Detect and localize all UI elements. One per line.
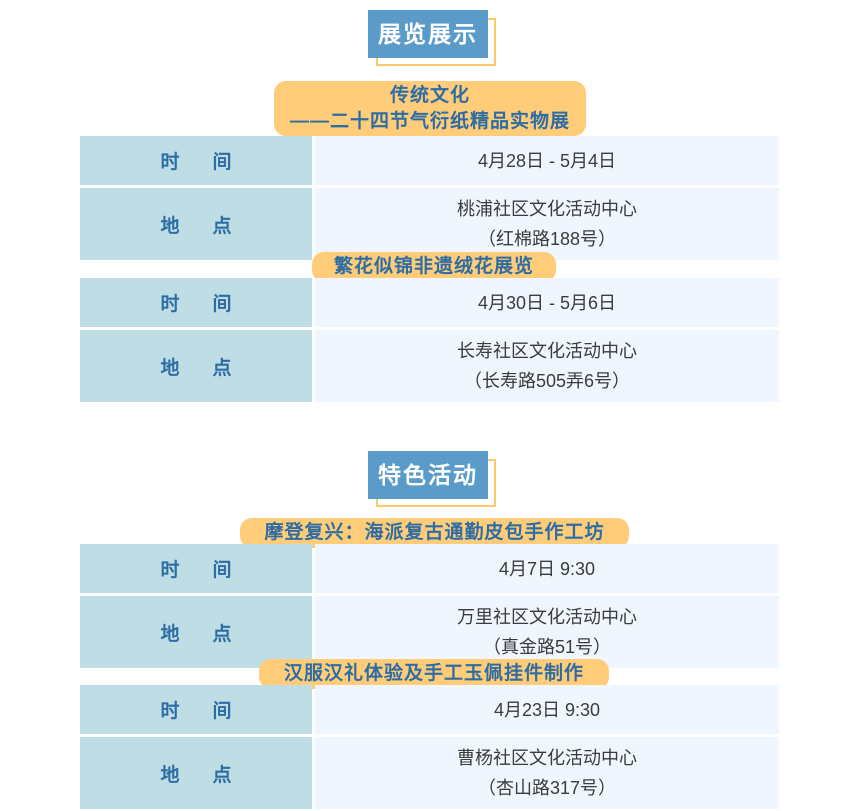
value-line: （杏山路317号）: [477, 778, 617, 798]
section-banner-label: 特色活动: [378, 461, 478, 488]
entry-title-banner: 繁花似锦非遗绒花展览: [312, 252, 556, 282]
row-label-time: 时 间: [80, 685, 312, 734]
table-row: 时 间 4月7日 9:30: [80, 544, 779, 593]
row-value-time: 4月28日 - 5月4日: [315, 136, 779, 185]
entry-info-table: 时 间 4月28日 - 5月4日 地 点 桃浦社区文化活动中心 （红棉路188号…: [80, 136, 779, 260]
row-value-place: 桃浦社区文化活动中心 （红棉路188号）: [315, 188, 779, 260]
value-line: 4月30日 - 5月6日: [477, 292, 617, 313]
entry-title-banner: 汉服汉礼体验及手工玉佩挂件制作: [259, 659, 609, 689]
row-label-place: 地 点: [80, 737, 312, 809]
section-banner-plate: 特色活动: [368, 451, 488, 499]
value-line: （真金路51号）: [482, 637, 612, 657]
entry-title-banner: 传统文化 ——二十四节气衍纸精品实物展: [274, 81, 586, 136]
value-line: 4月23日 9:30: [493, 699, 601, 720]
entry-title-line: 摩登复兴：海派复古通勤皮包手作工坊: [264, 522, 605, 543]
entry-info-table: 时 间 4月7日 9:30 地 点 万里社区文化活动中心 （真金路51号）: [80, 544, 779, 668]
section-banner-featured-activities: 特色活动: [368, 451, 496, 507]
entry-info-table: 时 间 4月23日 9:30 地 点 曹杨社区文化活动中心 （杏山路317号）: [80, 685, 779, 809]
row-value-place: 万里社区文化活动中心 （真金路51号）: [315, 596, 779, 668]
value-line: 4月28日 - 5月4日: [477, 150, 617, 171]
row-label-place: 地 点: [80, 330, 312, 402]
row-label-time: 时 间: [80, 136, 312, 185]
value-line: 长寿社区文化活动中心: [457, 341, 637, 361]
section-banner-label: 展览展示: [378, 20, 478, 47]
value-line: 曹杨社区文化活动中心: [457, 748, 637, 768]
table-row: 地 点 桃浦社区文化活动中心 （红棉路188号）: [80, 188, 779, 260]
entry-title-line: 繁花似锦非遗绒花展览: [333, 256, 534, 277]
value-line: 桃浦社区文化活动中心: [457, 199, 637, 219]
entry-title-line: 传统文化: [389, 84, 470, 106]
value-line: 万里社区文化活动中心: [457, 607, 637, 627]
section-banner-plate: 展览展示: [368, 10, 488, 58]
entry-title-line: ——二十四节气衍纸精品实物展: [289, 110, 570, 132]
row-label-time: 时 间: [80, 278, 312, 327]
table-row: 地 点 曹杨社区文化活动中心 （杏山路317号）: [80, 737, 779, 809]
table-row: 地 点 长寿社区文化活动中心 （长寿路505弄6号）: [80, 330, 779, 402]
row-value-time: 4月7日 9:30: [315, 544, 779, 593]
row-value-place: 长寿社区文化活动中心 （长寿路505弄6号）: [315, 330, 779, 402]
value-line: 4月7日 9:30: [498, 558, 596, 579]
table-row: 时 间 4月23日 9:30: [80, 685, 779, 734]
row-value-time: 4月23日 9:30: [315, 685, 779, 734]
row-value-place: 曹杨社区文化活动中心 （杏山路317号）: [315, 737, 779, 809]
table-row: 时 间 4月28日 - 5月4日: [80, 136, 779, 185]
row-label-time: 时 间: [80, 544, 312, 593]
entry-info-table: 时 间 4月30日 - 5月6日 地 点 长寿社区文化活动中心 （长寿路505弄…: [80, 278, 779, 402]
entry-title-banner: 摩登复兴：海派复古通勤皮包手作工坊: [240, 518, 629, 548]
table-row: 地 点 万里社区文化活动中心 （真金路51号）: [80, 596, 779, 668]
row-label-place: 地 点: [80, 188, 312, 260]
entry-title-line: 汉服汉礼体验及手工玉佩挂件制作: [283, 663, 584, 684]
value-line: （长寿路505弄6号）: [463, 371, 631, 391]
row-label-place: 地 点: [80, 596, 312, 668]
table-row: 时 间 4月30日 - 5月6日: [80, 278, 779, 327]
section-banner-exhibitions: 展览展示: [368, 10, 496, 66]
row-value-time: 4月30日 - 5月6日: [315, 278, 779, 327]
value-line: （红棉路188号）: [477, 229, 617, 249]
